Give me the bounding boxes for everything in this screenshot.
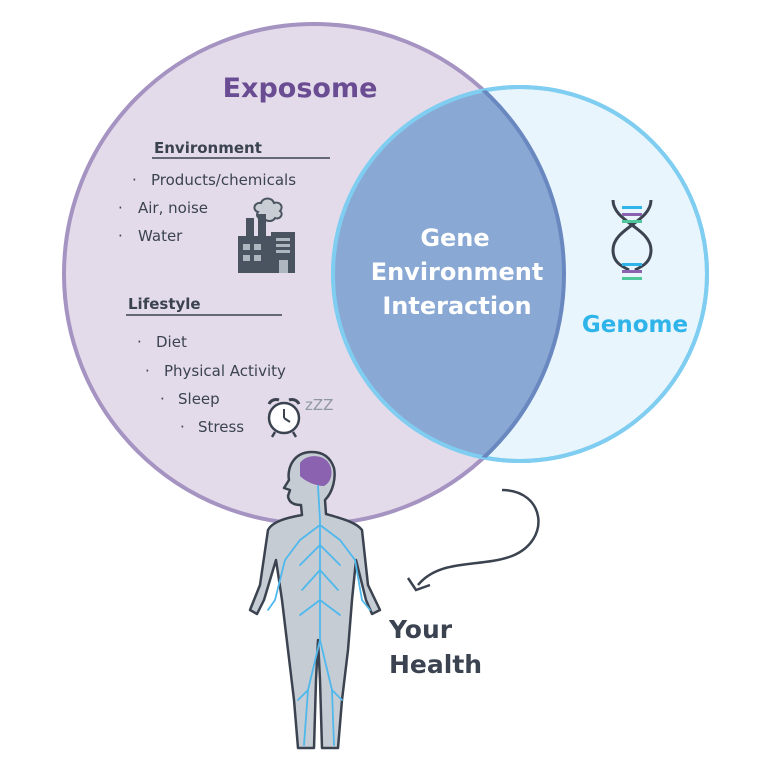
- genome-outline: [331, 85, 709, 463]
- bullet: ·: [118, 227, 123, 245]
- environment-heading: Environment: [154, 139, 262, 157]
- environment-item: Air, noise: [138, 199, 208, 217]
- exposome-outline-overlap: [333, 87, 566, 461]
- lifestyle-item: Diet: [156, 333, 187, 351]
- lifestyle-item: Sleep: [178, 390, 220, 408]
- lifestyle-heading: Lifestyle: [128, 295, 201, 313]
- genome-title: Genome: [582, 312, 688, 338]
- curved-arrow-icon: [417, 488, 540, 586]
- dna-icon: [611, 199, 653, 280]
- bullet: ·: [132, 171, 137, 189]
- overlap-region: [333, 87, 564, 461]
- health-line-2: Health: [389, 650, 482, 679]
- interaction-line-1: Gene: [420, 224, 489, 252]
- sleep-zzz-icon: zZZ: [305, 396, 333, 414]
- arrow-head: [406, 577, 431, 592]
- exposome-title: Exposome: [223, 73, 378, 104]
- environment-item: Products/chemicals: [151, 171, 296, 189]
- bullet: ·: [118, 199, 123, 217]
- bullet: ·: [145, 362, 150, 380]
- bullet: ·: [180, 418, 185, 436]
- factory-icon: [238, 197, 295, 273]
- interaction-line-3: Interaction: [382, 292, 531, 320]
- bullet: ·: [137, 333, 142, 351]
- lifestyle-item: Physical Activity: [164, 362, 286, 380]
- interaction-line-2: Environment: [371, 258, 544, 286]
- lifestyle-item: Stress: [198, 418, 244, 436]
- health-line-1: Your: [388, 615, 453, 644]
- environment-item: Water: [138, 227, 183, 245]
- bullet: ·: [160, 390, 165, 408]
- human-body-icon: [248, 450, 382, 750]
- alarm-clock-icon: [267, 398, 301, 438]
